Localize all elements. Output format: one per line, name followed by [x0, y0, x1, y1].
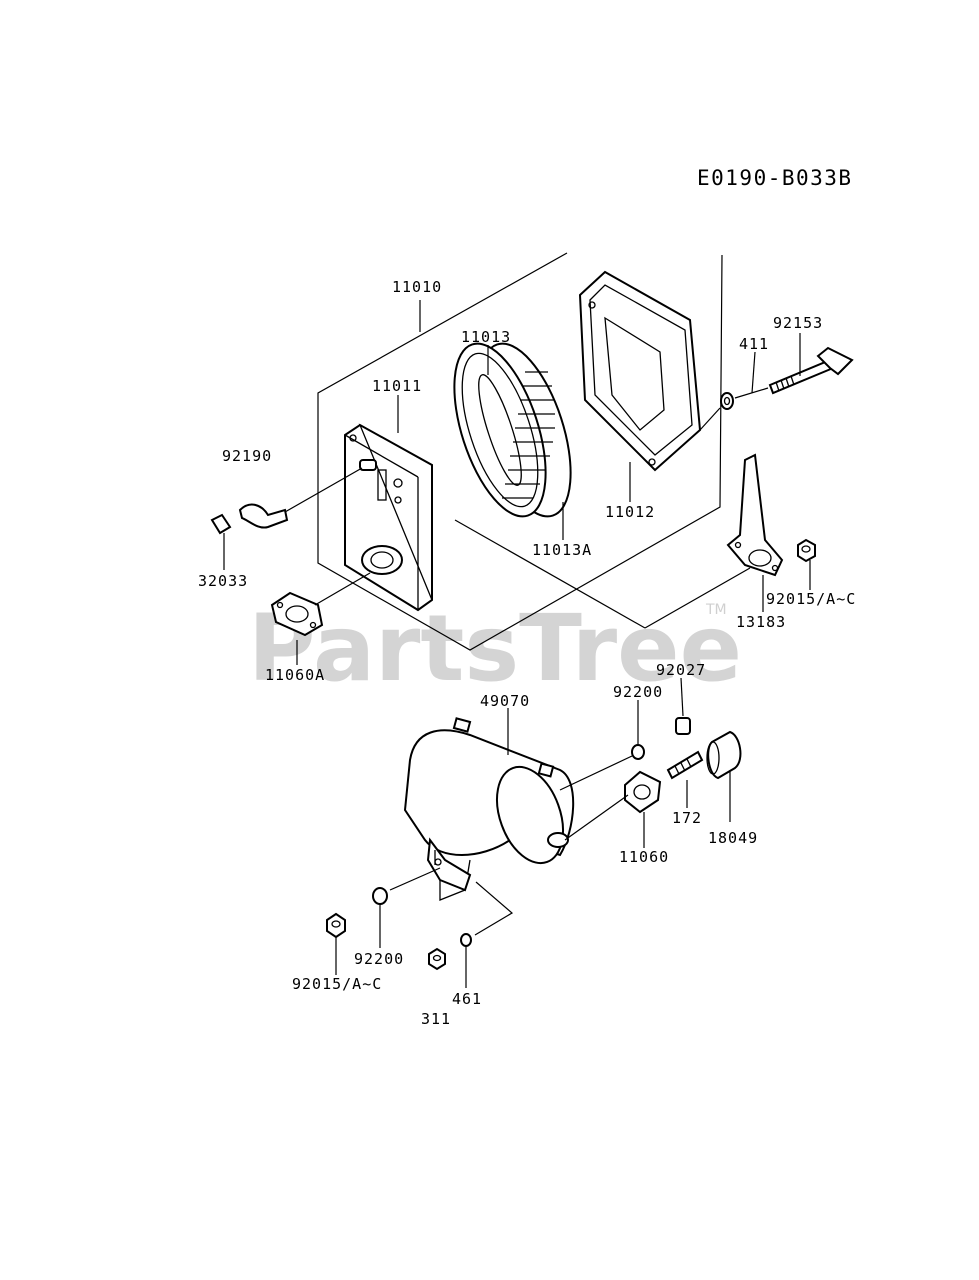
watermark: PartsTree [248, 595, 742, 702]
label-11011: 11011 [372, 377, 422, 395]
label-92015-bottom: 92015/A~C [292, 975, 382, 993]
label-92153: 92153 [773, 314, 823, 332]
label-311: 311 [421, 1010, 451, 1028]
filter-element-11013 [453, 342, 572, 518]
label-11013A: 11013A [532, 541, 592, 559]
spark-arrester-18049 [706, 730, 742, 780]
label-13183: 13183 [736, 613, 786, 631]
clip-32033 [210, 513, 232, 535]
breather-hose-92190 [238, 467, 363, 529]
collar-92027 [675, 717, 691, 735]
washer-92200-bottom [372, 887, 388, 905]
muffler-bracket-leader [474, 881, 514, 936]
trademark: TM [705, 602, 727, 618]
label-49070: 49070 [480, 692, 530, 710]
label-92027: 92027 [656, 661, 706, 679]
label-92200-bottom: 92200 [354, 950, 404, 968]
gasket-11060A [270, 572, 371, 637]
stud-172 [666, 750, 704, 780]
label-172: 172 [672, 809, 702, 827]
bracket-13183 [726, 453, 784, 577]
label-11012: 11012 [605, 503, 655, 521]
muffler-49070 [403, 717, 575, 901]
nut-92015-bottom [326, 912, 346, 939]
wing-bolt-92153 [734, 346, 854, 399]
label-461: 461 [452, 990, 482, 1008]
label-11060: 11060 [619, 848, 669, 866]
label-92190: 92190 [222, 447, 272, 465]
label-92200-top: 92200 [613, 683, 663, 701]
gasket-11060 [564, 770, 662, 841]
washer-411 [720, 392, 734, 410]
label-11060A: 11060A [265, 666, 325, 684]
label-411: 411 [739, 335, 769, 353]
nut-311 [428, 947, 446, 971]
label-leader-lines [223, 333, 811, 988]
label-32033: 32033 [198, 572, 248, 590]
air-cleaner-cover-11012 [578, 270, 702, 472]
nut-92015-right [797, 538, 816, 563]
washer-92200-top [631, 744, 645, 760]
assembly-frame-lines [317, 252, 751, 651]
lock-washer-461 [460, 933, 472, 947]
label-11010: 11010 [392, 278, 442, 296]
label-92015-right: 92015/A~C [766, 590, 856, 608]
diagram-code: E0190-B033B [697, 166, 853, 190]
label-11013: 11013 [461, 328, 511, 346]
label-18049: 18049 [708, 829, 758, 847]
air-cleaner-base-11011 [344, 423, 433, 612]
